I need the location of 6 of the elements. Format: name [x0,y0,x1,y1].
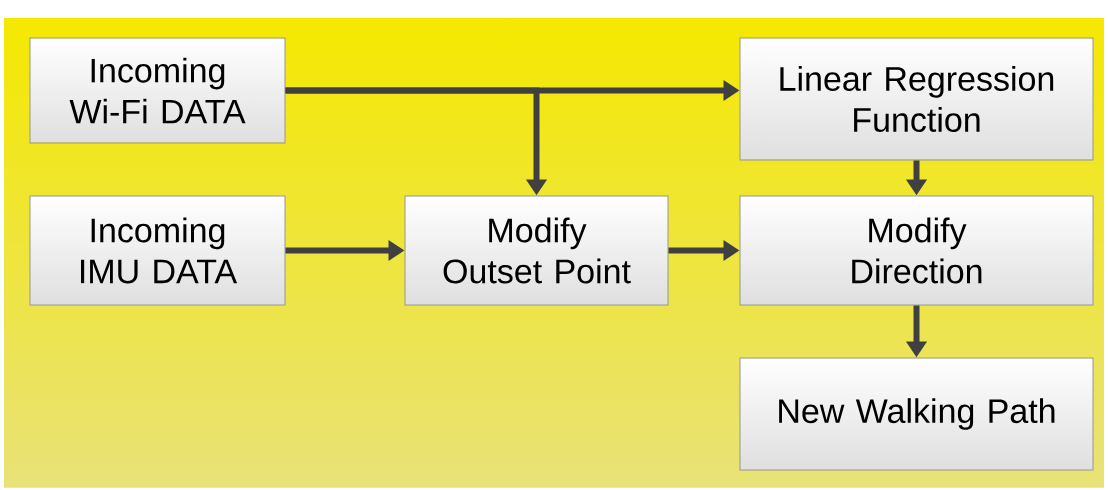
process-box: Incoming IMU DATA [29,195,286,306]
process-box: Modify Direction [739,195,1094,306]
process-box: Linear Regression Function [739,37,1094,161]
process-box: Incoming Wi-Fi DATA [29,37,286,144]
process-box: New Walking Path [739,357,1094,471]
process-box: Modify Outset Point [404,195,669,306]
